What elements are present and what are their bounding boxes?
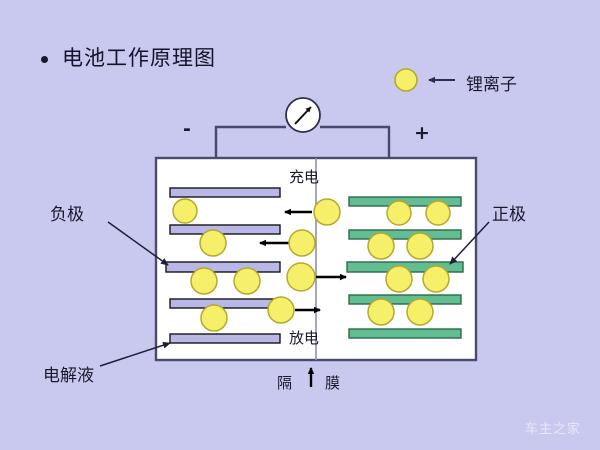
lithium-ion xyxy=(200,304,228,332)
terminal-positive-sign: + xyxy=(414,122,430,144)
title-bullet xyxy=(41,56,48,63)
legend-lithium-ion-icon xyxy=(394,68,418,92)
lithium-ion xyxy=(233,267,261,295)
cathode-plate xyxy=(348,294,462,305)
anode-plate xyxy=(169,333,281,344)
anode-plate-stack xyxy=(165,187,281,344)
watermark: 车主之家 xyxy=(525,422,582,437)
lithium-ion xyxy=(367,232,395,260)
ion-transport-group xyxy=(259,198,347,324)
circuit-wire-right xyxy=(320,125,391,158)
lithium-ion xyxy=(385,265,413,293)
cathode-plate xyxy=(348,328,462,339)
cathode-ion-group xyxy=(367,200,451,326)
negative-electrode-leader-line xyxy=(107,221,169,266)
label-separator-char-2: 膜 xyxy=(325,374,341,392)
lithium-ion xyxy=(406,298,434,326)
label-negative-electrode: 负极 xyxy=(50,205,84,225)
label-discharge: 放电 xyxy=(289,329,320,347)
anode-plate xyxy=(165,261,281,273)
positive-electrode-leader-line xyxy=(449,221,490,265)
lithium-ion xyxy=(367,298,395,326)
legend-label-lithium-ion: 锂离子 xyxy=(466,75,517,95)
lithium-ion xyxy=(422,265,450,293)
cathode-plate xyxy=(348,229,462,240)
lithium-ion-moving xyxy=(286,262,316,292)
anode-plate xyxy=(169,224,281,235)
lithium-ion xyxy=(425,200,451,226)
circuit-wire-left xyxy=(214,125,286,158)
label-charge: 充电 xyxy=(289,168,320,186)
anode-ion-group xyxy=(172,198,261,332)
terminal-negative-sign: - xyxy=(183,118,191,140)
lithium-ion xyxy=(190,267,218,295)
page-title: 电池工作原理图 xyxy=(62,46,216,70)
lithium-ion xyxy=(172,198,198,224)
electrolyte-leader-line xyxy=(99,341,171,367)
anode-plate xyxy=(169,187,281,198)
label-positive-electrode: 正极 xyxy=(492,205,526,225)
label-electrolyte: 电解液 xyxy=(43,366,94,386)
ammeter-needle-tip-icon xyxy=(305,107,311,113)
anode-plate xyxy=(169,298,281,309)
lithium-ion xyxy=(386,200,412,226)
lithium-ion xyxy=(406,232,434,260)
lithium-ion xyxy=(199,229,227,257)
lithium-ion-moving xyxy=(267,296,295,324)
lithium-ion-moving xyxy=(313,198,341,226)
label-separator-char-1: 隔 xyxy=(277,374,293,392)
lithium-ion-moving xyxy=(288,229,316,257)
